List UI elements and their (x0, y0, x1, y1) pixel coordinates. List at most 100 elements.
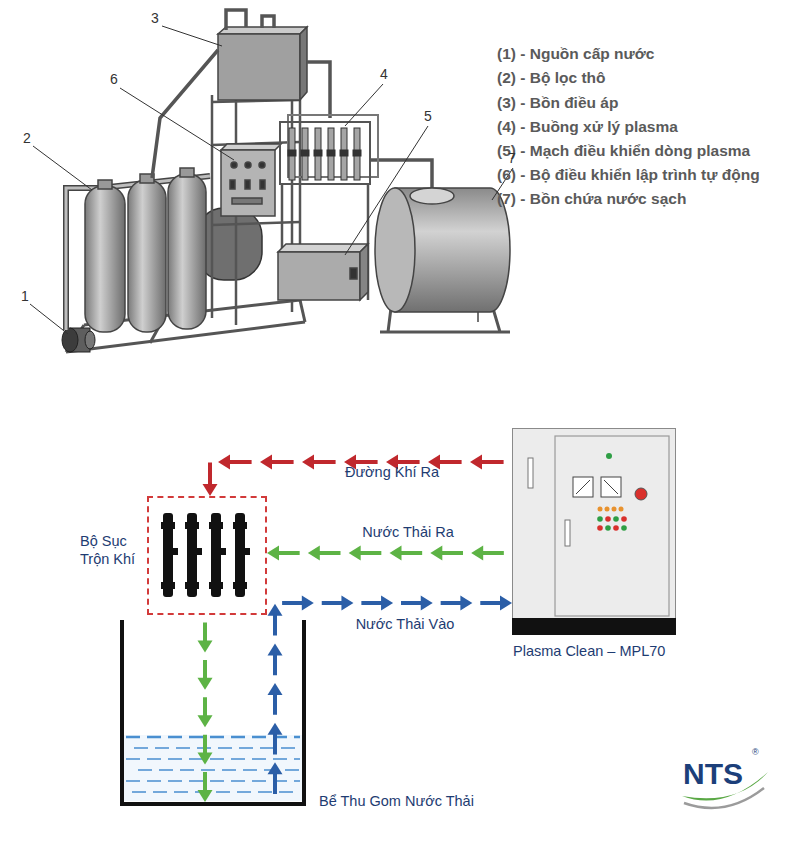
plasma-tube (315, 128, 321, 180)
cabinet-door (555, 436, 669, 616)
arrow-head (471, 546, 483, 561)
button (597, 525, 603, 531)
aerator-nub (245, 548, 250, 555)
arrow-head (268, 723, 283, 735)
button (613, 516, 619, 522)
aerator-cap (161, 582, 175, 589)
filter-tank (168, 174, 206, 329)
tank-end (375, 188, 415, 312)
aerator-cap (233, 582, 247, 589)
plasma-tubes (288, 128, 361, 180)
arrow-head (308, 546, 320, 561)
tank-front (218, 34, 300, 100)
aerator-nub (221, 548, 226, 555)
pipe (262, 16, 274, 28)
node-label: Bể Thu Gom Nước Thải (319, 792, 474, 810)
tube-band (340, 150, 348, 156)
arrow-head (302, 596, 314, 611)
water (124, 735, 302, 801)
callout-number: 7 (508, 150, 516, 166)
pipes (152, 10, 432, 188)
button (621, 525, 627, 531)
water-line (132, 791, 300, 793)
flow-connector (198, 615, 213, 802)
frame-rail (300, 300, 305, 322)
frame-bar (212, 222, 300, 225)
water-line (126, 758, 300, 760)
arrow-head (198, 753, 213, 765)
tube-band (327, 150, 335, 156)
water-line (134, 747, 300, 749)
box-front (221, 150, 275, 216)
gauge (601, 477, 621, 497)
switch (230, 180, 235, 189)
drain-pipe (477, 312, 479, 322)
flow-arrow (275, 603, 512, 802)
aerator-nub (197, 548, 202, 555)
leader-line (345, 84, 383, 126)
flow-arrow (210, 462, 512, 496)
tank-cap (180, 168, 194, 177)
leader-lines (30, 26, 513, 334)
leader-line (30, 304, 68, 334)
arrow-head (198, 640, 213, 652)
tank-side (300, 27, 307, 100)
legend-list-item: (3) - Bồn điều áp (497, 94, 618, 112)
arrow-head (260, 455, 272, 470)
tube-band (353, 150, 361, 156)
callout-number: 5 (424, 108, 432, 124)
leader-line (345, 126, 428, 255)
arrow-head (267, 546, 279, 561)
button (605, 516, 611, 522)
arrow-head (460, 596, 472, 611)
aerator-cap (185, 582, 199, 589)
switch (260, 180, 265, 189)
tank-dome (410, 188, 454, 204)
arrow-head (218, 455, 230, 470)
callout-number: 1 (21, 288, 29, 304)
arrow-head (198, 678, 213, 690)
button (605, 525, 611, 531)
indicator-light (619, 507, 624, 512)
aerator-tube (235, 513, 245, 597)
aerator-tube (211, 513, 221, 597)
pump (62, 328, 95, 352)
callout-number: 6 (110, 71, 118, 87)
cabinet-base (512, 618, 676, 635)
legend-list-item: (6) - Bộ điều khiển lập trình tự động (497, 166, 760, 184)
collection-tank: Bể Thu Gom Nước Thải (120, 620, 306, 806)
tube-band (301, 150, 309, 156)
plasma-tube (354, 128, 360, 180)
knob (259, 162, 265, 168)
aerators (161, 513, 250, 597)
aerator-cap (185, 522, 199, 529)
arrow-head (421, 596, 433, 611)
gauge-needle (576, 480, 590, 494)
chamber-frame (280, 122, 370, 184)
arrow-head (381, 596, 393, 611)
indicator-bar (528, 458, 533, 488)
knob (231, 162, 237, 168)
plasma-tube (289, 128, 295, 180)
flow-arrow (203, 615, 207, 802)
button (621, 516, 627, 522)
arrow-head (268, 604, 283, 616)
callout-number: 4 (380, 66, 388, 82)
water-line (138, 769, 300, 771)
flow-arrow (267, 551, 512, 555)
tank-top (218, 27, 307, 34)
pump-end (85, 331, 95, 349)
pressure-tank (218, 27, 307, 100)
plasma-cabinet: Plasma Clean – MPL70 (512, 428, 676, 635)
aerator-tube (163, 513, 173, 597)
callout-number: 2 (23, 130, 31, 146)
flow-connector (267, 546, 512, 561)
aerator-cap (209, 522, 223, 529)
stop-button (635, 488, 647, 500)
arrow-head (268, 762, 283, 774)
plasma-tube (302, 128, 308, 180)
filter-tank (85, 186, 125, 332)
legend-list-item: (1) - Nguồn cấp nước (497, 45, 654, 63)
arrow-head (268, 683, 283, 695)
